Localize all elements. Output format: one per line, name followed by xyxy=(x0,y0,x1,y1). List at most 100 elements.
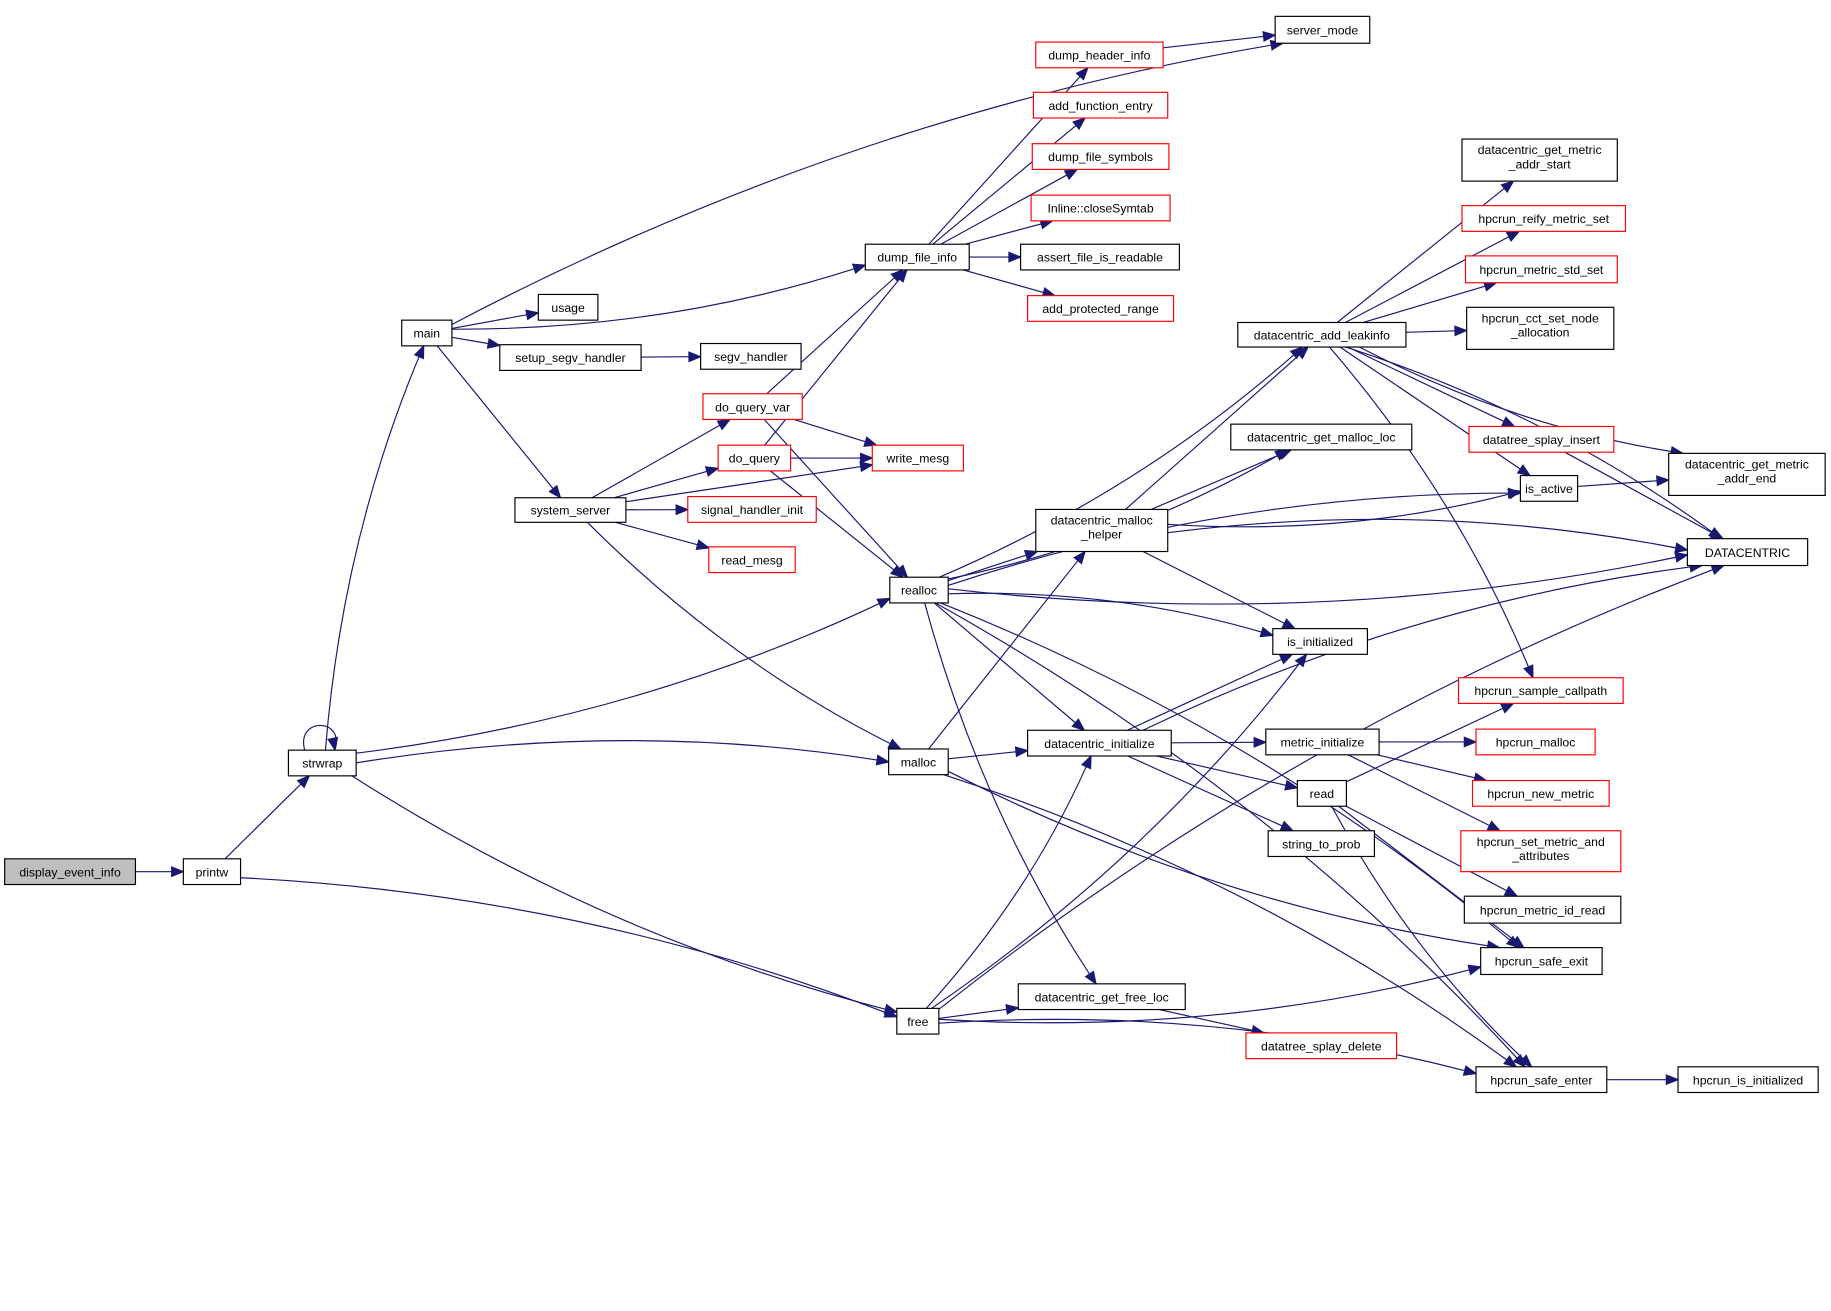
node-hpcrun_metric_id_read[interactable]: hpcrun_metric_id_read xyxy=(1463,895,1622,924)
node-write_mesg[interactable]: write_mesg xyxy=(871,444,964,472)
node-box xyxy=(1519,474,1579,502)
node-datacentric_get_malloc_loc[interactable]: datacentric_get_malloc_loc xyxy=(1230,423,1413,451)
edge-dump_file_info-to-add_function_entry xyxy=(932,117,1087,245)
edge-layer xyxy=(135,30,1726,1086)
edge-system_server-to-write_mesg xyxy=(625,461,874,503)
node-dc_get_metric_addr_end[interactable]: datacentric_get_metric_addr_end xyxy=(1668,452,1826,497)
node-do_query[interactable]: do_query xyxy=(717,444,792,472)
edge-realloc-to-datacentric_initialize xyxy=(933,602,1086,732)
edge-strwrap-to-realloc xyxy=(356,597,892,754)
node-is_initialized[interactable]: is_initialized xyxy=(1272,628,1368,655)
edge-read-to-hpcrun_metric_id_read xyxy=(1346,805,1519,897)
node-setup_segv_handler[interactable]: setup_segv_handler xyxy=(499,344,642,371)
edge-do_query-to-write_mesg xyxy=(790,452,874,464)
node-label: datatree_splay_delete xyxy=(1261,1039,1382,1053)
node-label: hpcrun_safe_exit xyxy=(1495,955,1589,969)
node-box xyxy=(1032,91,1169,119)
node-label: dump_header_info xyxy=(1048,49,1150,63)
edge-datacentric_initialize-to-string_to_prob xyxy=(1127,755,1295,832)
node-metric_initialize[interactable]: metric_initialize xyxy=(1265,728,1380,756)
node-server_mode[interactable]: server_mode xyxy=(1274,15,1371,44)
node-box xyxy=(1030,194,1171,222)
node-hpcrun_is_initialized[interactable]: hpcrun_is_initialized xyxy=(1677,1066,1819,1094)
node-hpcrun_safe_enter[interactable]: hpcrun_safe_enter xyxy=(1475,1066,1608,1094)
node-read_mesg[interactable]: read_mesg xyxy=(708,546,796,574)
edge-malloc-to-hpcrun_safe_exit xyxy=(947,770,1501,952)
node-box xyxy=(287,749,357,777)
node-hpcrun_set_metric_and_attributes[interactable]: hpcrun_set_metric_and_attributes xyxy=(1460,830,1622,873)
node-dump_file_symbols[interactable]: dump_file_symbols xyxy=(1031,143,1170,171)
node-label: main xyxy=(414,327,441,341)
node-is_active[interactable]: is_active xyxy=(1519,474,1579,502)
node-label: realloc xyxy=(901,584,937,598)
edge-setup_segv_handler-to-segv_handler xyxy=(641,351,703,363)
node-datatree_splay_insert[interactable]: datatree_splay_insert xyxy=(1468,425,1615,453)
node-free[interactable]: free xyxy=(896,1007,940,1035)
node-box xyxy=(1466,306,1615,350)
edge-strwrap-to-main xyxy=(324,344,425,751)
edge-realloc-to-is_active xyxy=(948,487,1522,586)
edge-do_query-to-dump_file_info xyxy=(764,268,908,446)
node-read[interactable]: read xyxy=(1296,779,1347,807)
node-label: is_active xyxy=(1525,482,1573,496)
edge-malloc-to-datacentric_malloc_helper xyxy=(928,550,1087,750)
node-datatree_splay_delete[interactable]: datatree_splay_delete xyxy=(1245,1032,1398,1060)
node-closeSymtab[interactable]: Inline::closeSymtab xyxy=(1030,194,1171,222)
edge-free-to-hpcrun_safe_exit xyxy=(938,964,1483,1024)
node-DATACENTRIC[interactable]: DATACENTRIC xyxy=(1686,538,1809,567)
node-realloc[interactable]: realloc xyxy=(889,576,949,604)
edge-system_server-to-read_mesg xyxy=(615,521,711,550)
node-box xyxy=(1457,677,1624,704)
node-box xyxy=(499,344,642,371)
node-hpcrun_sample_callpath[interactable]: hpcrun_sample_callpath xyxy=(1457,677,1624,704)
node-add_function_entry[interactable]: add_function_entry xyxy=(1032,91,1169,119)
node-label: free xyxy=(907,1015,928,1029)
node-box xyxy=(1265,728,1380,756)
node-label: strwrap xyxy=(302,757,342,771)
node-usage[interactable]: usage xyxy=(537,293,599,321)
edge-realloc-to-is_initialized xyxy=(948,592,1275,638)
node-string_to_prob[interactable]: string_to_prob xyxy=(1267,830,1376,858)
node-hpcrun_cct_set_node_allocation[interactable]: hpcrun_cct_set_node_allocation xyxy=(1466,306,1615,350)
node-strwrap[interactable]: strwrap xyxy=(287,749,357,777)
edge-main-to-usage xyxy=(451,309,540,330)
edge-realloc-to-hpcrun_safe_exit xyxy=(940,602,1521,949)
edge-system_server-to-do_query_var xyxy=(591,418,732,499)
node-do_query_var[interactable]: do_query_var xyxy=(702,393,803,421)
node-signal_handler_init[interactable]: signal_handler_init xyxy=(687,496,817,523)
node-hpcrun_malloc[interactable]: hpcrun_malloc xyxy=(1475,728,1596,756)
node-assert_file_is_readable[interactable]: assert_file_is_readable xyxy=(1020,243,1180,271)
node-label: assert_file_is_readable xyxy=(1037,251,1163,265)
node-datacentric_malloc_helper[interactable]: datacentric_malloc_helper xyxy=(1035,508,1169,553)
edge-malloc-to-hpcrun_safe_enter xyxy=(943,774,1518,1068)
edge-datacentric_initialize-to-DATACENTRIC xyxy=(1142,561,1704,731)
node-hpcrun_metric_std_set[interactable]: hpcrun_metric_std_set xyxy=(1464,255,1618,284)
edge-main-to-dump_file_info xyxy=(451,263,867,330)
node-dump_header_info[interactable]: dump_header_info xyxy=(1035,41,1164,69)
node-main[interactable]: main xyxy=(401,319,453,347)
node-malloc[interactable]: malloc xyxy=(888,748,949,776)
node-printw[interactable]: printw xyxy=(182,858,242,886)
node-box xyxy=(1668,452,1826,497)
edge-datacentric_initialize-to-read xyxy=(1156,755,1299,791)
node-label: hpcrun_metric_std_set xyxy=(1479,263,1603,277)
edge-strwrap-to-strwrap xyxy=(303,725,339,752)
node-dc_get_metric_addr_start[interactable]: datacentric_get_metric_addr_start xyxy=(1461,138,1618,182)
node-box xyxy=(1475,728,1596,756)
node-system_server[interactable]: system_server xyxy=(514,497,627,523)
node-datacentric_get_free_loc[interactable]: datacentric_get_free_loc xyxy=(1017,983,1186,1011)
node-hpcrun_new_metric[interactable]: hpcrun_new_metric xyxy=(1471,779,1610,807)
node-hpcrun_safe_exit[interactable]: hpcrun_safe_exit xyxy=(1480,947,1603,976)
node-box xyxy=(1035,41,1164,69)
edge-malloc-to-datacentric_initialize xyxy=(948,746,1030,760)
edge-datacentric_add_leakinfo-to-hpcrun_cct_set_node_allocation xyxy=(1405,325,1469,337)
node-dump_file_info[interactable]: dump_file_info xyxy=(864,243,970,271)
node-hpcrun_reify_metric_set[interactable]: hpcrun_reify_metric_set xyxy=(1461,205,1627,232)
node-segv_handler[interactable]: segv_handler xyxy=(700,342,802,370)
node-box xyxy=(1461,138,1618,182)
node-datacentric_initialize[interactable]: datacentric_initialize xyxy=(1027,729,1172,757)
edge-do_query_var-to-write_mesg xyxy=(793,418,879,447)
node-datacentric_add_leakinfo[interactable]: datacentric_add_leakinfo xyxy=(1237,321,1407,348)
node-box xyxy=(1245,1032,1398,1060)
node-add_protected_range[interactable]: add_protected_range xyxy=(1027,295,1175,322)
